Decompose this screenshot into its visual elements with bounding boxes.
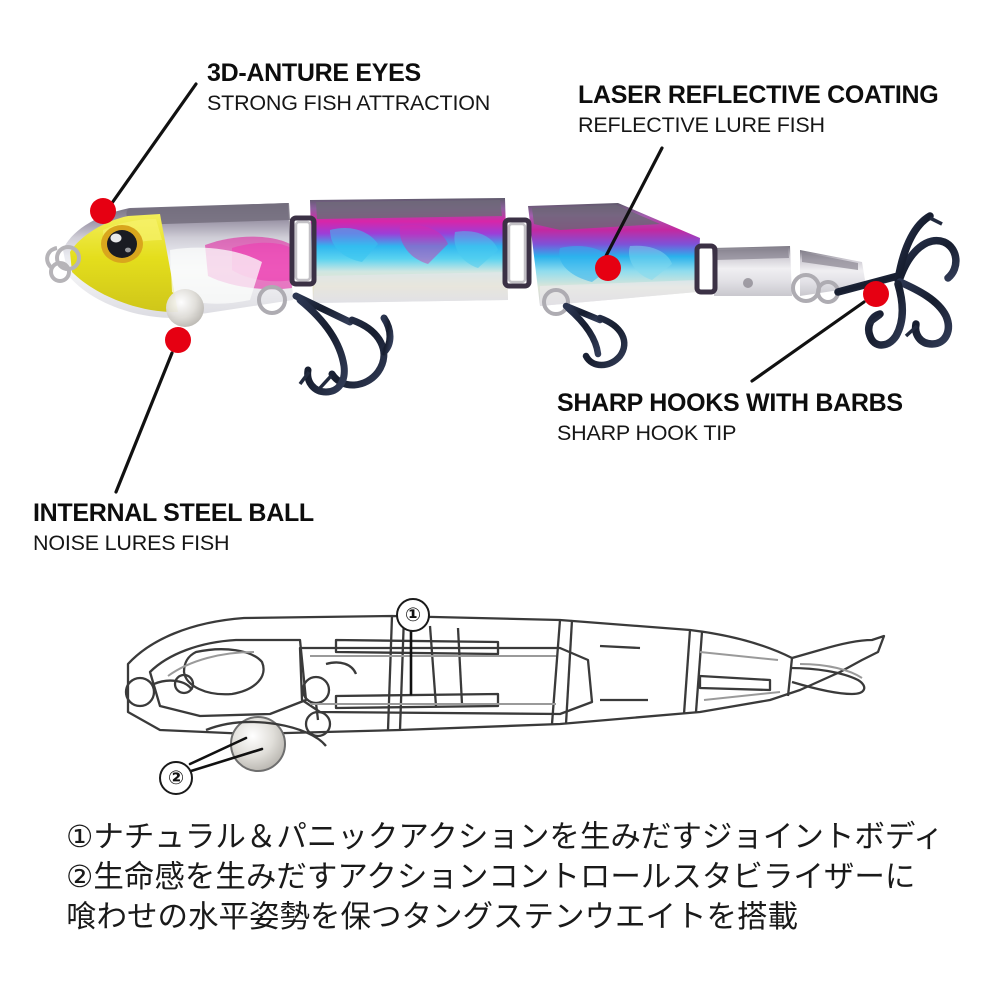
- hook-barbs: [298, 370, 333, 390]
- japanese-line-3: 喰わせの水平姿勢を保つタングステンウエイトを搭載: [66, 900, 798, 935]
- marker-hooks: [863, 281, 889, 307]
- leader-coating: [604, 146, 664, 258]
- callout-eyes-sub: STRONG FISH ATTRACTION: [207, 90, 491, 115]
- diagram-badge-2: ②: [159, 761, 193, 795]
- leader-ball: [114, 351, 174, 494]
- rear-hook-barbs: [868, 216, 943, 338]
- callout-coating: LASER REFLECTIVE COATING REFLECTIVE LURE…: [578, 81, 939, 137]
- marker-eyes: [90, 198, 116, 224]
- lure-body-segment-4: [712, 246, 792, 296]
- callout-hooks: SHARP HOOKS WITH BARBS SHARP HOOK TIP: [557, 390, 903, 445]
- callout-hooks-title: SHARP HOOKS WITH BARBS: [557, 389, 903, 417]
- nose-line-tie: [45, 245, 81, 283]
- lure-body-segment-2: [310, 198, 508, 303]
- callout-ball-sub: NOISE LURES FISH: [33, 530, 230, 555]
- internal-steel-ball: [166, 289, 204, 327]
- diagram-badge-1: ①: [396, 598, 430, 632]
- leader-lines: [110, 82, 866, 494]
- callout-ball: INTERNAL STEEL BALL NOISE LURES FISH: [33, 500, 314, 555]
- leader-eyes: [110, 82, 198, 205]
- lure-joint-links: [289, 215, 718, 295]
- callout-coating-sub: REFLECTIVE LURE FISH: [578, 112, 825, 137]
- callout-eyes-title: 3D-ANTURE EYES: [207, 59, 421, 87]
- japanese-description: ①ナチュラル＆パニックアクションを生みだすジョイントボディ ②生命感を生みだすア…: [66, 818, 966, 938]
- lure-eye: [101, 225, 143, 263]
- diagram-inner-lines: [167, 651, 863, 705]
- joint-highlights: [294, 220, 527, 284]
- callout-hooks-sub: SHARP HOOK TIP: [557, 420, 737, 445]
- mid-treble-hook: [562, 302, 628, 369]
- callout-ball-title: INTERNAL STEEL BALL: [33, 499, 314, 527]
- lure-head-segment: [45, 203, 293, 327]
- callout-eyes: 3D-ANTURE EYES STRONG FISH ATTRACTION: [207, 60, 490, 115]
- rear-treble-hook: [834, 212, 960, 349]
- callout-coating-title: LASER REFLECTIVE COATING: [578, 81, 939, 109]
- marker-coating: [595, 255, 621, 281]
- front-treble-hook: [292, 292, 394, 396]
- diagram-leader-lines: [188, 628, 413, 773]
- red-markers: [90, 198, 889, 353]
- japanese-line-2: ②生命感を生みだすアクションコントロールスタビライザーに: [66, 860, 916, 895]
- marker-ball: [165, 327, 191, 353]
- lure-body-segment-3: [528, 203, 700, 306]
- japanese-line-1: ①ナチュラル＆パニックアクションを生みだすジョイントボディ: [66, 820, 944, 855]
- leader-hooks: [750, 300, 866, 383]
